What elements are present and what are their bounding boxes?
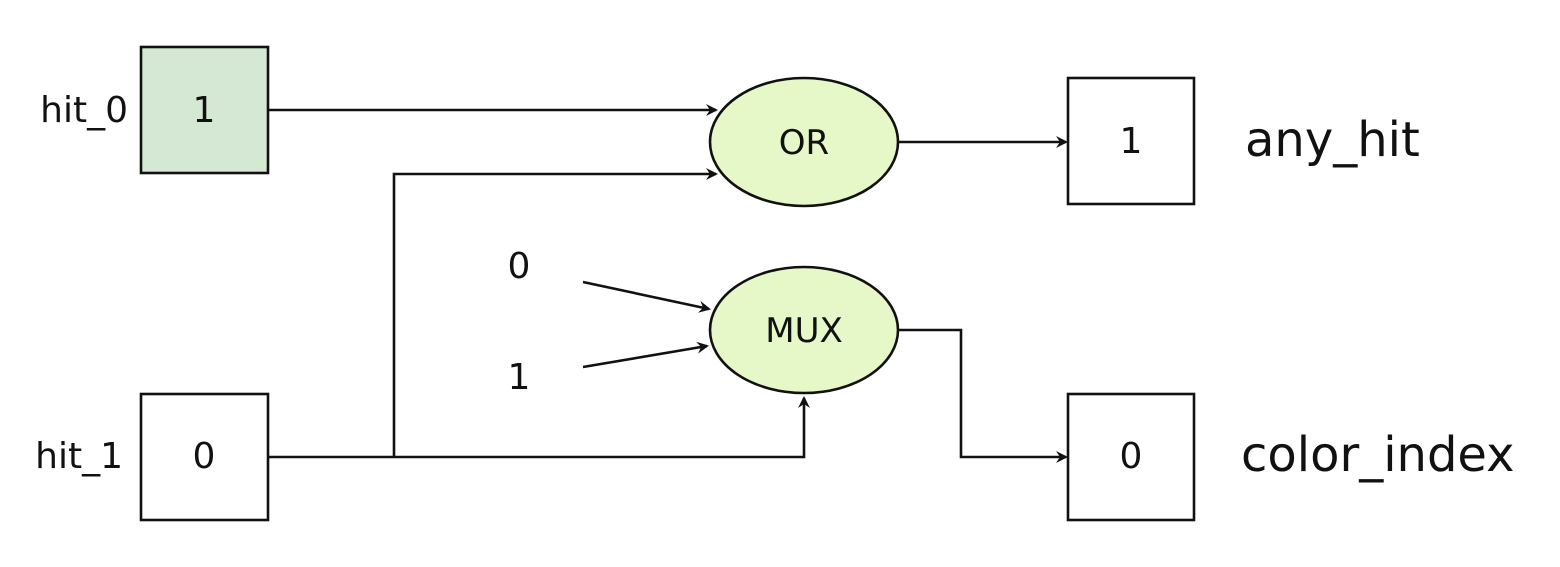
input-label-hit-1: hit_1 xyxy=(35,436,123,477)
input-label-hit-0: hit_0 xyxy=(40,90,128,131)
wire-mux-to-color-index xyxy=(898,328,1068,463)
mux-constant-zero: 0 xyxy=(508,246,531,287)
input-hit-0: hit_0 1 xyxy=(40,45,270,175)
input-box-hit-1 xyxy=(139,392,270,522)
or-gate-label: OR xyxy=(779,123,829,163)
wire-hit1-to-or xyxy=(392,168,718,457)
input-hit-1: hit_1 0 xyxy=(35,392,270,522)
output-value-color-index: 0 xyxy=(1120,436,1143,477)
input-box-hit-0 xyxy=(139,45,270,175)
mux-gate: MUX xyxy=(708,265,900,395)
output-box-color-index xyxy=(1066,392,1196,522)
wire-const1-to-mux xyxy=(582,341,709,369)
mux-constant-one: 1 xyxy=(508,357,531,398)
output-any-hit: 1 any_hit xyxy=(1066,76,1420,206)
output-color-index: 0 color_index xyxy=(1066,392,1515,522)
output-box-any-hit xyxy=(1066,76,1196,206)
mux-gate-label: MUX xyxy=(765,311,843,351)
wires xyxy=(268,104,1068,463)
mux-gate-ellipse xyxy=(708,265,900,395)
or-gate-ellipse xyxy=(708,76,900,208)
wire-hit1-to-mux-select xyxy=(268,396,810,459)
input-value-hit-1: 0 xyxy=(193,436,216,477)
input-value-hit-0: 1 xyxy=(193,90,216,131)
output-label-color-index: color_index xyxy=(1241,427,1515,483)
output-value-any-hit: 1 xyxy=(1120,121,1143,162)
wire-const0-to-mux xyxy=(582,280,711,313)
output-label-any-hit: any_hit xyxy=(1245,112,1420,168)
or-gate: OR xyxy=(708,76,900,208)
